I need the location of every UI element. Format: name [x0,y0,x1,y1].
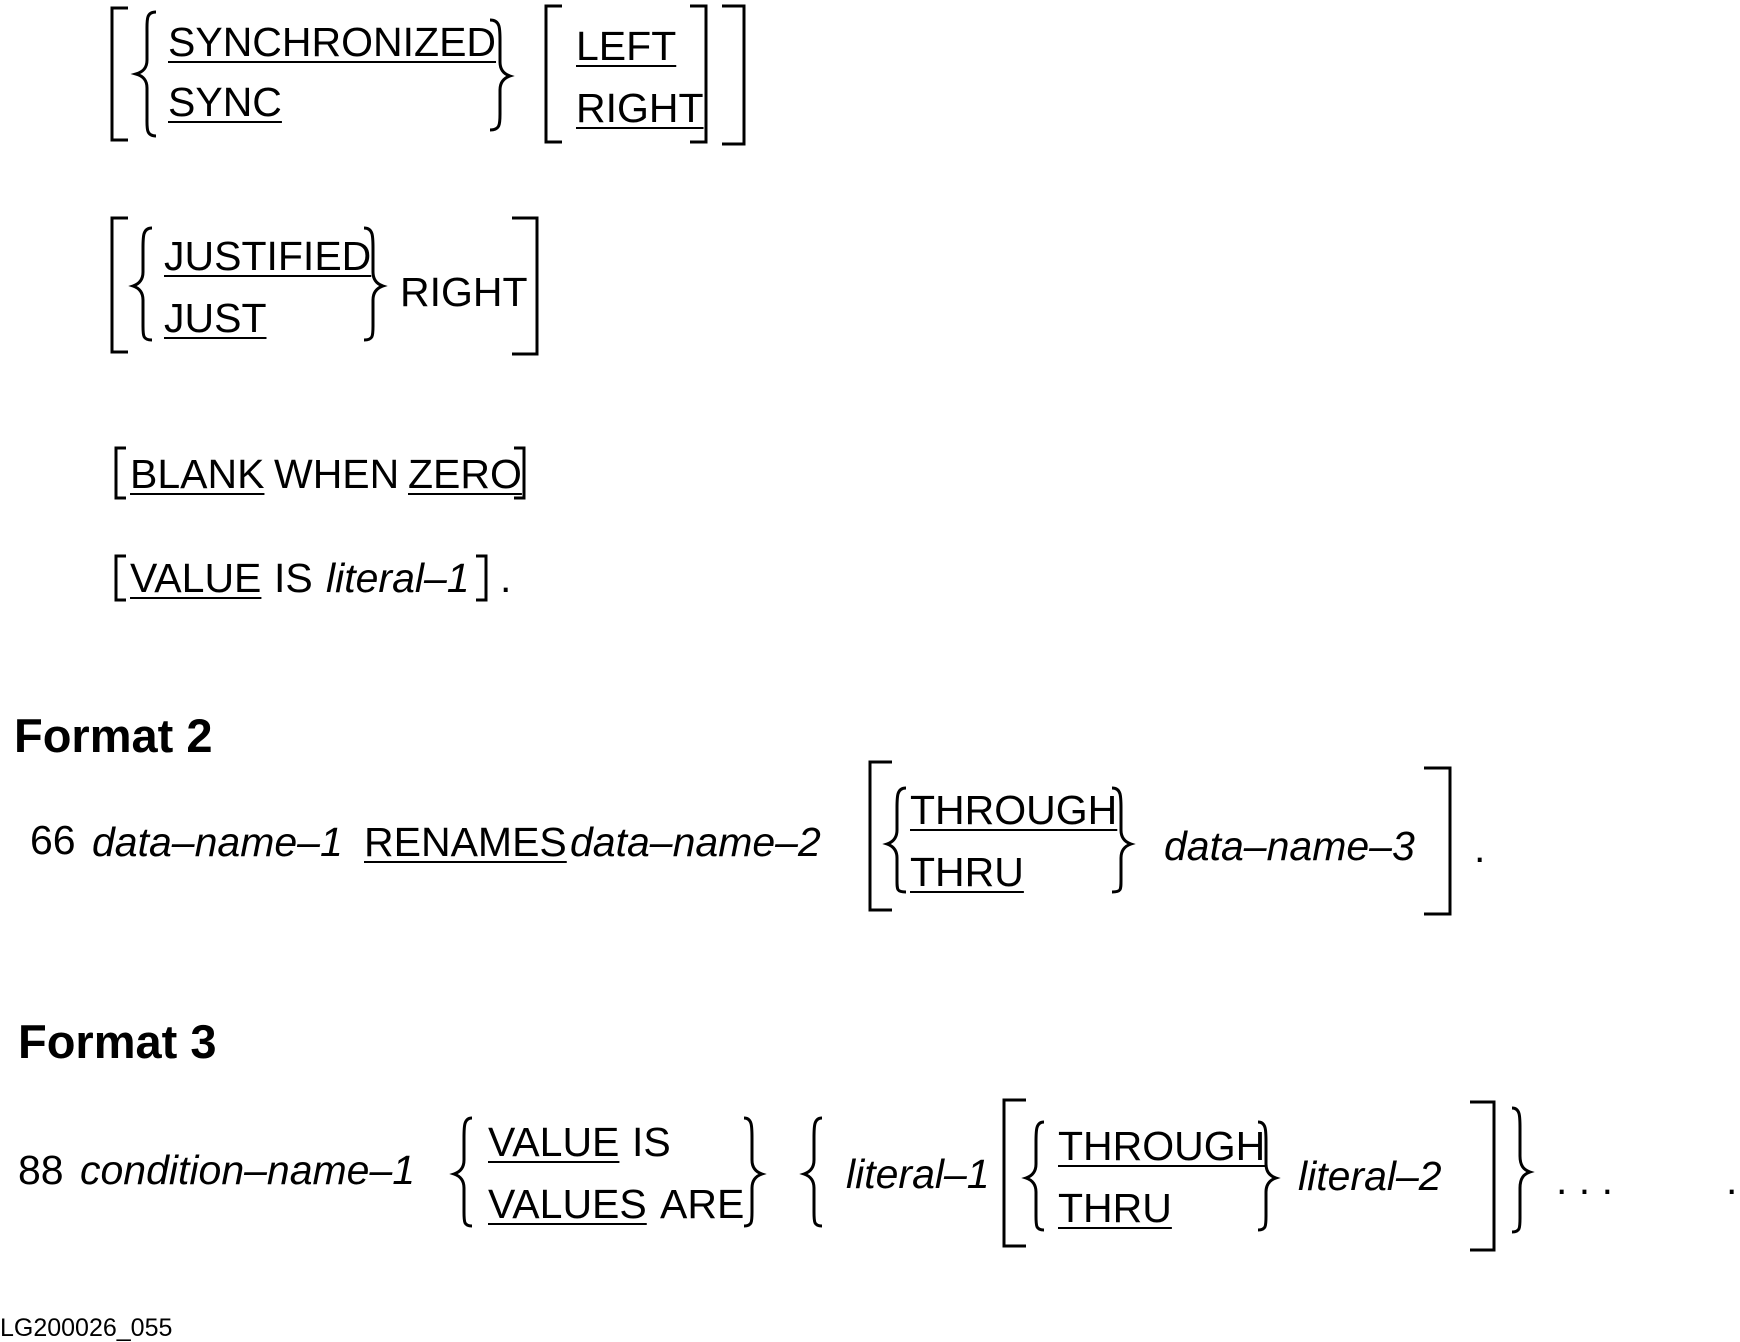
through-keyword-f3: THROUGH [1058,1123,1266,1169]
format-3-heading: Format 3 [18,1015,217,1068]
f3-value-open-brace [449,1116,473,1228]
thru-keyword-f3: THRU [1058,1185,1172,1231]
left-keyword: LEFT [576,23,677,69]
when-word: WHEN [274,451,400,497]
format-2-period: . [1474,825,1486,871]
value-keyword-f3: VALUE [488,1119,620,1165]
literal-1-operand-f3: literal–1 [846,1151,990,1197]
are-word: ARE [660,1181,745,1227]
sync-open-brace [130,10,157,138]
f2-open-bracket [868,760,892,912]
f3-literal-open-brace [799,1116,823,1228]
right-keyword: RIGHT [576,85,704,131]
data-name-2-operand: data–name–2 [570,819,821,865]
f3-literal-close-brace [1511,1106,1535,1234]
level-88: 88 [18,1147,64,1193]
justified-long-keyword: JUSTIFIED [164,233,372,279]
justified-right-word: RIGHT [400,269,528,315]
f2-open-brace [882,786,907,894]
literal-1-operand: literal–1 [326,555,470,601]
just-open-bracket [110,216,128,354]
format-2-heading: Format 2 [14,709,213,762]
sync-close-bracket [722,4,746,146]
data-name-3-operand: data–name–3 [1164,823,1415,869]
condition-name-1-operand: condition–name–1 [80,1147,416,1193]
figure-id-caption: LG200026_055 [0,1314,173,1342]
f3-value-close-brace [743,1116,767,1228]
value-open-bracket [114,554,126,602]
sync-short-keyword: SYNC [168,79,282,125]
f3-thru-open-brace [1021,1120,1045,1232]
literal-2-operand: literal–2 [1298,1153,1442,1199]
sync-open-bracket [110,6,128,142]
sync-long-keyword: SYNCHRONIZED [168,19,497,65]
just-open-brace [128,226,153,342]
blank-open-bracket [114,446,126,500]
through-keyword: THROUGH [910,787,1118,833]
format-3-period: . [1726,1157,1738,1203]
justified-short-keyword: JUST [164,295,267,341]
value-keyword: VALUE [130,555,262,601]
zero-keyword: ZERO [408,451,522,497]
thru-keyword: THRU [910,849,1024,895]
level-66: 66 [30,817,76,863]
f3-thru-close-bracket [1470,1100,1496,1252]
data-name-1-operand: data–name–1 [92,819,343,865]
f3-thru-open-bracket [1002,1098,1026,1248]
is-word: IS [274,555,313,601]
ellipsis: . . . [1556,1157,1613,1203]
blank-keyword: BLANK [130,451,265,497]
f2-close-bracket [1424,766,1452,916]
leftright-open-bracket [544,4,562,144]
is-word-f3: IS [632,1119,671,1165]
value-clause-period: . [500,555,512,601]
value-close-bracket [476,554,488,602]
values-keyword: VALUES [488,1181,647,1227]
renames-keyword: RENAMES [364,819,567,865]
